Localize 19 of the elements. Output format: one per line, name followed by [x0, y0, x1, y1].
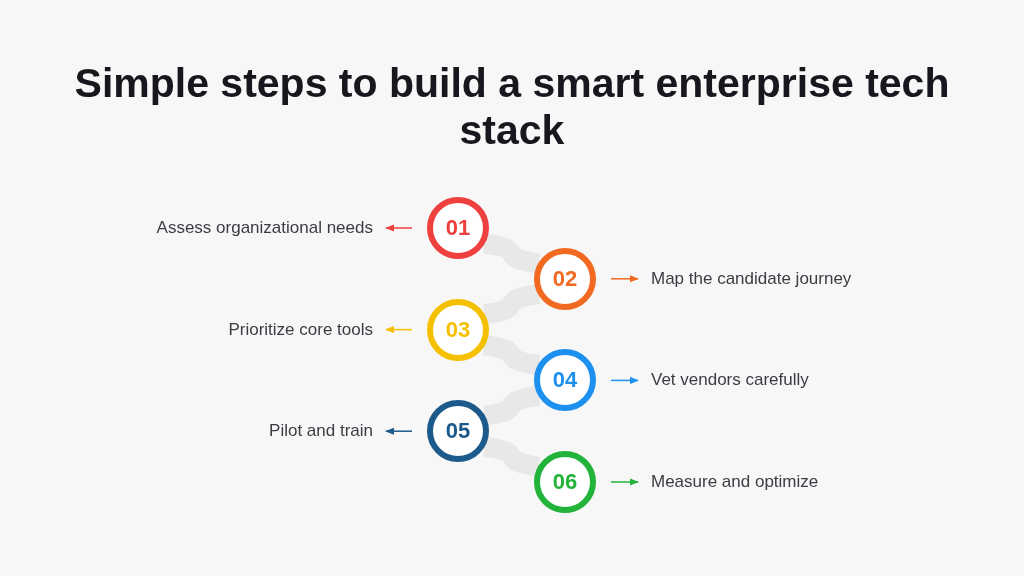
arrow	[385, 224, 413, 232]
arrow	[610, 478, 639, 486]
step-circle: 02	[534, 247, 596, 310]
step-circle: 06	[534, 451, 596, 513]
step-label: Measure and optimize	[651, 472, 819, 491]
title: Simple steps to build a smart enterprise tech stack	[73, 60, 951, 154]
step-label: Map the candidate journey	[651, 268, 852, 288]
arrow	[610, 376, 639, 384]
step-circle: 01	[427, 197, 489, 259]
step-label: Vet vendors carefully	[651, 370, 809, 390]
step-circle: 04	[534, 349, 596, 412]
step-label: Prioritize core tools	[228, 319, 373, 339]
arrow	[385, 427, 413, 435]
arrow	[610, 275, 639, 283]
arrow	[385, 326, 413, 334]
step-label: Assess organizational needs	[156, 218, 373, 237]
step-label: Pilot and train	[269, 421, 373, 441]
step-circle: 03	[427, 298, 489, 361]
step-circle: 05	[427, 400, 489, 463]
